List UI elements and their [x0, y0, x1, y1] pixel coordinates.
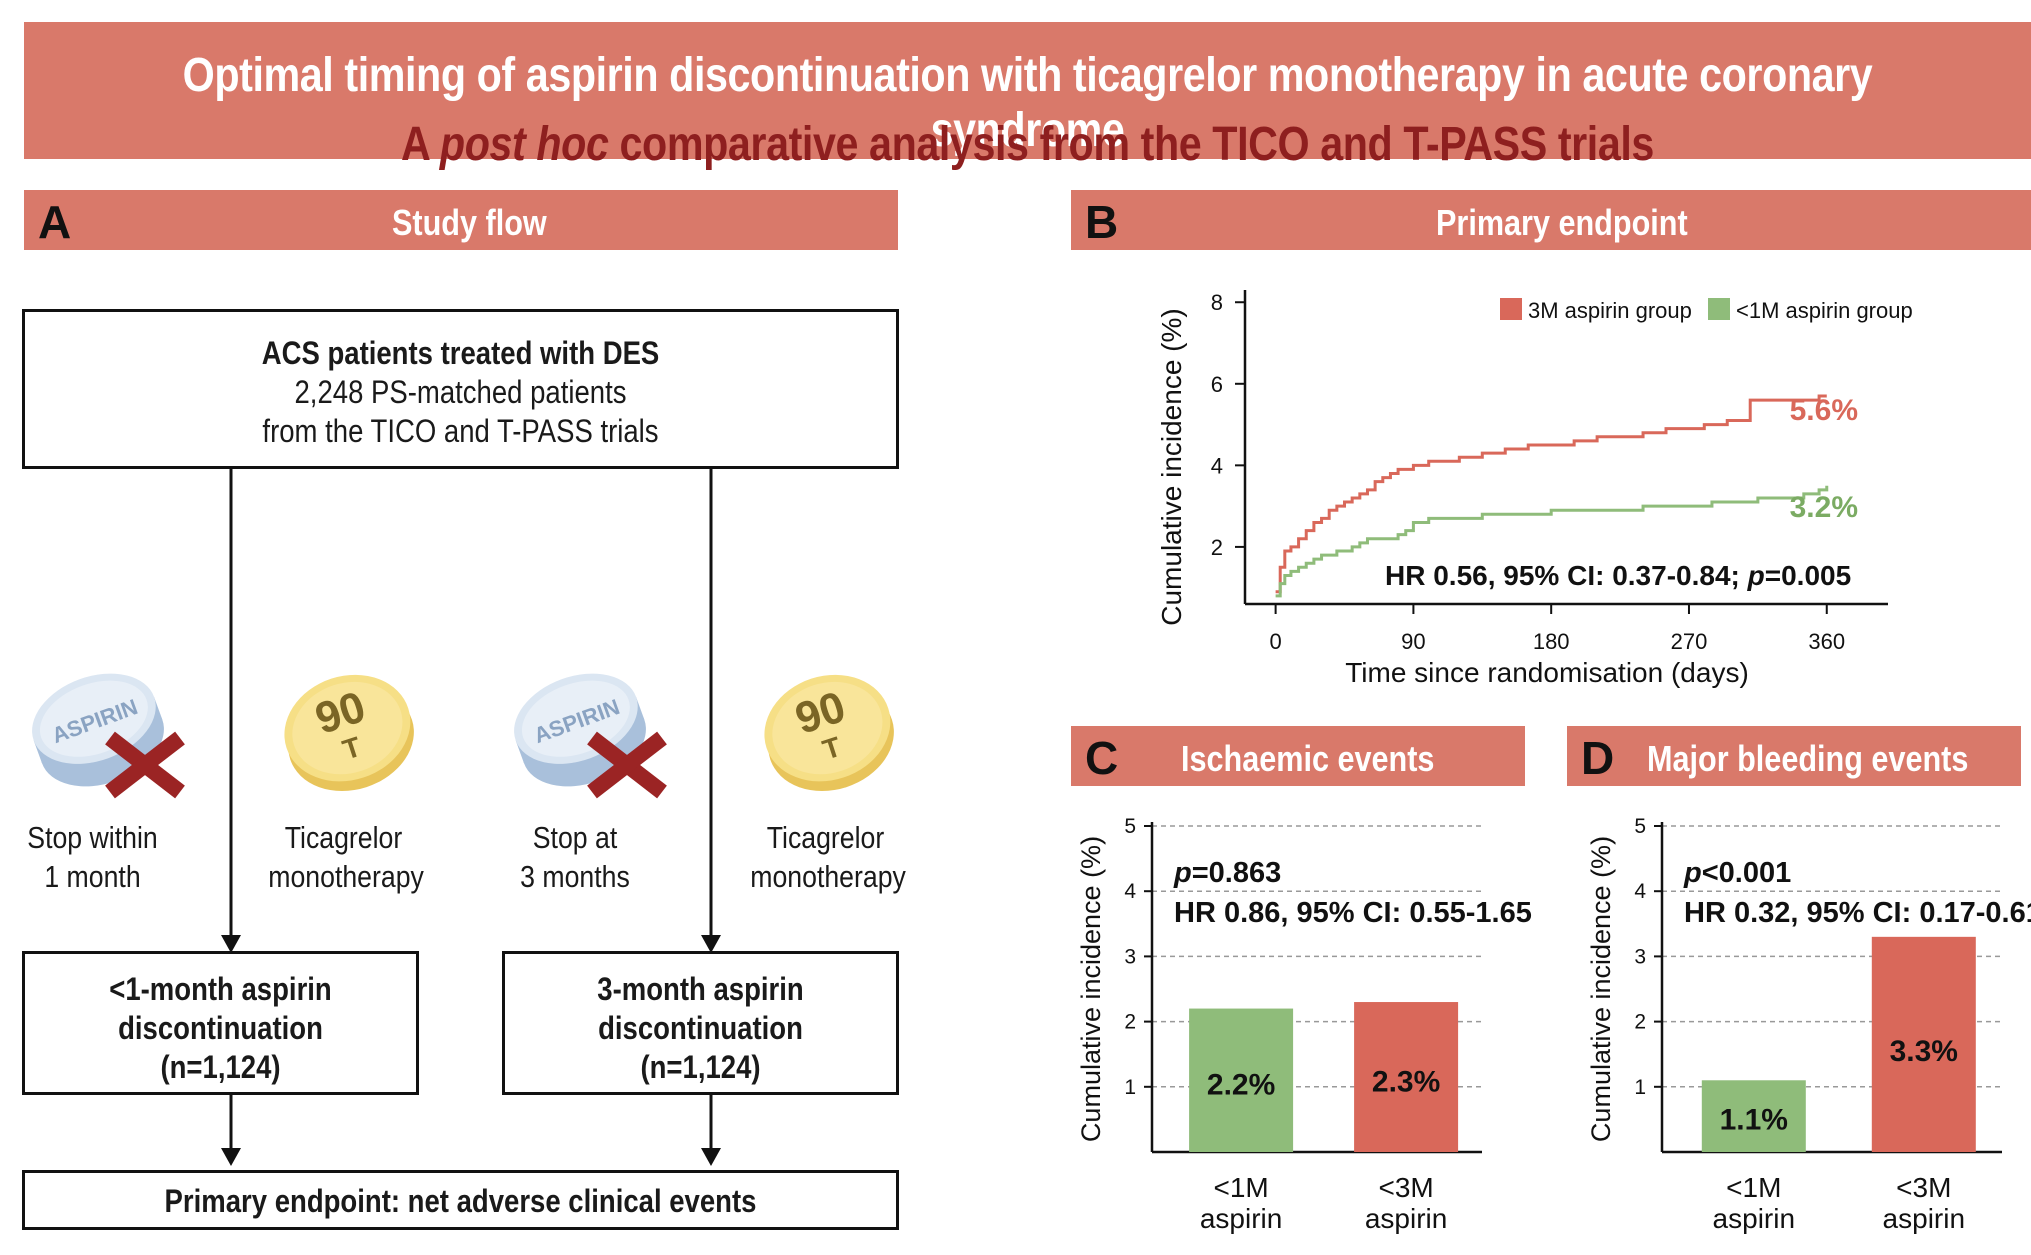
- panel-a-letter: A: [38, 196, 72, 248]
- y-axis-label: Cumulative incidence (%): [1156, 308, 1187, 625]
- endpoint-text: Primary endpoint: net adverse clinical e…: [164, 1183, 757, 1219]
- panel-c-header: C Ischaemic events: [1071, 726, 1525, 786]
- bar: [1189, 1008, 1294, 1152]
- y-tick-label: 1: [1634, 1076, 1646, 1099]
- legend-swatch: [1500, 298, 1522, 320]
- panel-c-title: Ischaemic events: [1181, 738, 1435, 779]
- y-tick-label: 5: [1124, 815, 1136, 838]
- panel-a-header: A Study flow: [24, 190, 898, 250]
- x-tick-label: 0: [1269, 629, 1281, 654]
- series-end-label: 5.6%: [1790, 394, 1858, 427]
- subtitle: A post hoc comparative analysis from the…: [401, 118, 1654, 171]
- category-label: aspirin: [1713, 1203, 1795, 1234]
- category-label: aspirin: [1365, 1203, 1447, 1234]
- ticagrelor-pill-icon-left: 90 T: [284, 674, 414, 792]
- ticagrelor-pill-icon-right: 90 T: [764, 674, 894, 792]
- category-label: aspirin: [1883, 1203, 1965, 1234]
- category-label: <1M: [1213, 1172, 1268, 1203]
- category-label: <1M: [1726, 1172, 1781, 1203]
- category-label: <3M: [1896, 1172, 1951, 1203]
- endpoint-box: Primary endpoint: net adverse clinical e…: [22, 1170, 899, 1230]
- p-value-text: p<0.001: [1683, 857, 1791, 889]
- hr-annotation: HR 0.56, 95% CI: 0.37-0.84; p=0.005: [1385, 560, 1851, 591]
- y-tick-label: 4: [1211, 453, 1223, 478]
- cross-icon-right: [587, 731, 667, 799]
- group-box-3m: 3-month aspirin discontinuation (n=1,124…: [502, 951, 899, 1095]
- y-tick-label: 1: [1124, 1076, 1136, 1099]
- arrowhead-right-2: [701, 1148, 721, 1166]
- bar-value-label: 2.3%: [1372, 1066, 1440, 1099]
- y-tick-label: 8: [1211, 290, 1223, 315]
- hr-text: HR 0.32, 95% CI: 0.17-0.61: [1684, 897, 2031, 929]
- panel-b-header: B Primary endpoint: [1071, 190, 2031, 250]
- y-tick-label: 2: [1211, 535, 1223, 560]
- panel-b-letter: B: [1085, 196, 1119, 248]
- panel-d-header: D Major bleeding events: [1567, 726, 2021, 786]
- legend-label: <1M aspirin group: [1736, 298, 1913, 323]
- y-tick-label: 4: [1634, 880, 1646, 903]
- y-tick-label: 3: [1124, 945, 1136, 968]
- bar-value-label: 2.2%: [1207, 1069, 1275, 1102]
- x-tick-label: 180: [1533, 629, 1570, 654]
- y-axis-label: Cumulative incidence (%): [1586, 836, 1616, 1142]
- cross-icon-left: [105, 731, 185, 799]
- hr-text: HR 0.86, 95% CI: 0.55-1.65: [1174, 897, 1532, 929]
- panel-a-title: Study flow: [392, 202, 547, 243]
- population-box: ACS patients treated with DES 2,248 PS-m…: [22, 309, 899, 469]
- series-end-label: 3.2%: [1790, 491, 1858, 524]
- y-tick-label: 2: [1634, 1011, 1646, 1034]
- bar: [1354, 1002, 1459, 1152]
- category-label: <3M: [1378, 1172, 1433, 1203]
- bar: [1871, 936, 1976, 1152]
- y-tick-label: 4: [1124, 880, 1136, 903]
- x-axis-label: Time since randomisation (days): [1345, 657, 1749, 688]
- panel-b-title: Primary endpoint: [1436, 202, 1688, 243]
- arrowhead-left-2: [221, 1148, 241, 1166]
- population-line-2: 2,248 PS-matched patients: [294, 374, 627, 410]
- panel-c-letter: C: [1085, 732, 1119, 784]
- y-tick-label: 3: [1634, 945, 1646, 968]
- panel-d-title: Major bleeding events: [1647, 738, 1969, 779]
- group-box-1m: <1-month aspirin discontinuation (n=1,12…: [22, 951, 419, 1095]
- aspirin-pill-icon-left: ASPIRIN: [32, 673, 185, 799]
- y-tick-label: 5: [1634, 815, 1646, 838]
- x-tick-label: 90: [1401, 629, 1425, 654]
- y-axis-label: Cumulative incidence (%): [1076, 836, 1106, 1142]
- bar-value-label: 1.1%: [1720, 1104, 1788, 1137]
- bar: [1701, 1080, 1806, 1152]
- arrowhead-left-1: [221, 935, 241, 953]
- bar-value-label: 3.3%: [1890, 1035, 1958, 1068]
- p-value-text: p=0.863: [1173, 857, 1281, 889]
- x-tick-label: 360: [1808, 629, 1845, 654]
- population-line-1: ACS patients treated with DES: [261, 335, 660, 371]
- population-line-3: from the TICO and T-PASS trials: [262, 413, 659, 449]
- series-line: [1275, 394, 1827, 594]
- arrowhead-right-1: [701, 935, 721, 953]
- category-label: aspirin: [1200, 1203, 1282, 1234]
- series-line: [1275, 485, 1829, 598]
- panel-d-letter: D: [1581, 732, 1615, 784]
- legend-swatch: [1708, 298, 1730, 320]
- x-tick-label: 270: [1671, 629, 1708, 654]
- y-tick-label: 6: [1211, 372, 1223, 397]
- aspirin-pill-icon-right: ASPIRIN: [514, 673, 667, 799]
- y-tick-label: 2: [1124, 1011, 1136, 1034]
- title-banner: Optimal timing of aspirin discontinuatio…: [24, 22, 2031, 171]
- main-title: Optimal timing of aspirin discontinuatio…: [182, 49, 1873, 157]
- legend-label: 3M aspirin group: [1528, 298, 1692, 323]
